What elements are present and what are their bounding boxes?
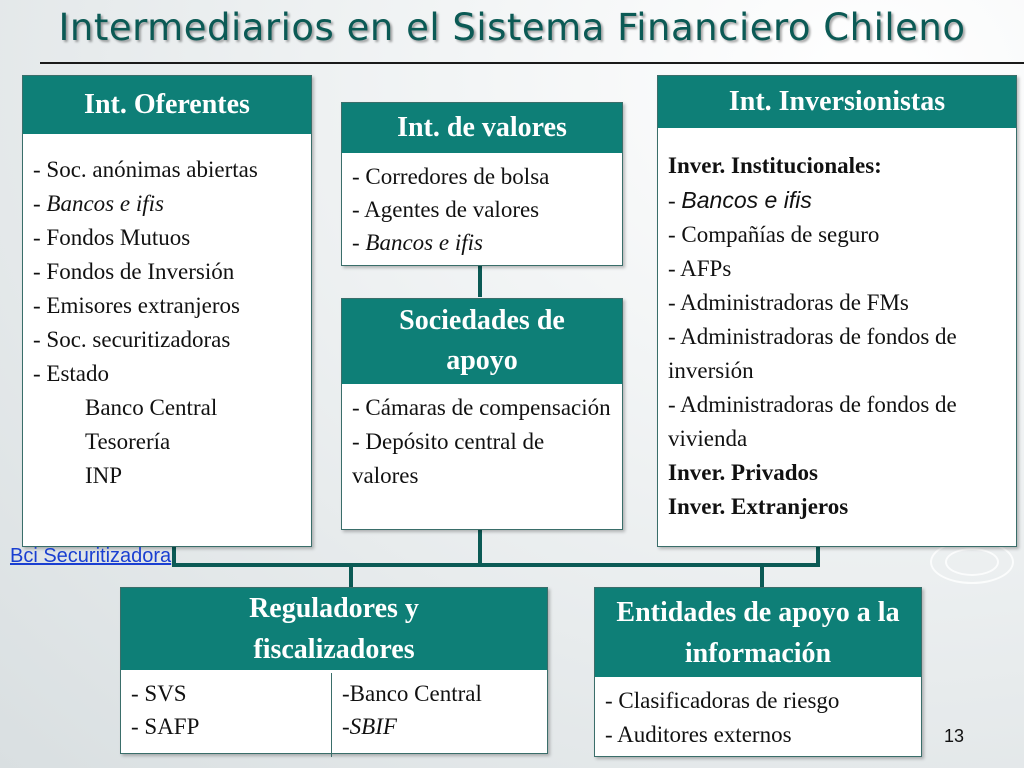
reguladores-header: Reguladores y fiscalizadores	[121, 588, 547, 673]
list-item: - Agentes de valores	[352, 197, 540, 222]
valores-list: - Corredores de bolsa - Agentes de valor…	[342, 156, 622, 263]
decorative-swirl	[945, 548, 999, 576]
list-item: - Bancos e ifis	[33, 191, 164, 216]
list-item: - Soc. anónimas abiertas	[33, 157, 258, 182]
list-subitem: INP	[85, 463, 123, 488]
list-heading: Inver. Extranjeros	[668, 494, 849, 519]
sbif-label: SBIF	[349, 714, 397, 739]
reguladores-box: Reguladores y fiscalizadores - SVS - SAF…	[120, 587, 548, 757]
reguladores-right: -Banco Central -SBIF	[332, 673, 492, 757]
valores-header: Int. de valores	[342, 103, 622, 156]
oferentes-list: - Soc. anónimas abiertas - Bancos e ifis…	[23, 137, 311, 497]
inversionistas-box: Int. Inversionistas Inver. Institucional…	[657, 75, 1017, 547]
list-item: - Corredores de bolsa	[352, 164, 550, 189]
connector-informacion	[760, 565, 764, 587]
list-item: -SBIF	[342, 714, 397, 739]
informacion-header: Entidades de apoyo a la información	[595, 588, 921, 680]
bci-securitizadora-link[interactable]: Bci Securitizadora	[10, 545, 172, 567]
list-heading: Inver. Privados	[668, 460, 818, 485]
oferentes-box: Int. Oferentes - Soc. anónimas abiertas …	[22, 75, 312, 547]
list-item: - Administradoras de fondos de vivienda	[668, 392, 957, 451]
oferentes-header: Int. Oferentes	[23, 76, 311, 137]
bancos-ifis-label: Bancos e ifis	[365, 230, 483, 255]
list-heading: Inver. Institucionales:	[668, 153, 882, 178]
informacion-list: - Clasificadoras de riesgo - Auditores e…	[595, 680, 921, 756]
list-item: - Bancos e ifis	[668, 187, 812, 213]
informacion-box: Entidades de apoyo a la información - Cl…	[594, 587, 922, 757]
list-item: - Estado	[33, 361, 110, 386]
connector-horizontal	[172, 563, 820, 567]
list-item: - Fondos Mutuos	[33, 225, 191, 250]
page-number: 13	[943, 726, 964, 746]
list-subitem: Tesorería	[85, 429, 171, 454]
list-item: - Administradoras de FMs	[668, 290, 909, 315]
inversionistas-list: Inver. Institucionales: - Bancos e ifis …	[658, 131, 1016, 528]
list-item: - AFPs	[668, 256, 732, 281]
connector-oferentes	[172, 545, 176, 565]
bancos-ifis-label: Bancos e ifis	[46, 191, 164, 216]
list-item: - Compañías de seguro	[668, 222, 880, 247]
bancos-ifis-label: Bancos e ifis	[681, 187, 812, 213]
apoyo-header: Sociedades de apoyo	[342, 299, 622, 387]
list-item: - Emisores extranjeros	[33, 293, 240, 318]
list-item: - Bancos e ifis	[352, 230, 483, 255]
connector-reguladores	[349, 565, 353, 587]
title-underline	[40, 62, 1024, 64]
inversionistas-header: Int. Inversionistas	[658, 76, 1016, 131]
list-subitem: Banco Central	[85, 395, 218, 420]
apoyo-list: - Cámaras de compensación - Depósito cen…	[342, 387, 622, 497]
list-item: - Auditores externos	[605, 722, 792, 747]
page-title: Intermediarios en el Sistema Financiero …	[58, 6, 966, 49]
reguladores-left: - SVS - SAFP	[121, 673, 332, 757]
list-item: -Banco Central	[342, 681, 482, 706]
list-item: - Soc. securitizadoras	[33, 327, 231, 352]
connector-apoyo	[478, 528, 482, 565]
list-item: - Clasificadoras de riesgo	[605, 688, 840, 713]
list-item: - Fondos de Inversión	[33, 259, 235, 284]
connector-inversionistas	[816, 545, 820, 565]
valores-box: Int. de valores - Corredores de bolsa - …	[341, 102, 623, 266]
reguladores-columns: - SVS - SAFP -Banco Central -SBIF	[121, 673, 547, 757]
list-item: - Cámaras de compensación	[352, 395, 611, 420]
list-item: - Administradoras de fondos de inversión	[668, 324, 957, 383]
apoyo-box: Sociedades de apoyo - Cámaras de compens…	[341, 298, 623, 530]
connector-valores-apoyo	[478, 265, 482, 297]
list-item: - SAFP	[131, 714, 200, 739]
list-item: - Depósito central de valores	[352, 429, 545, 488]
list-item: - SVS	[131, 681, 187, 706]
